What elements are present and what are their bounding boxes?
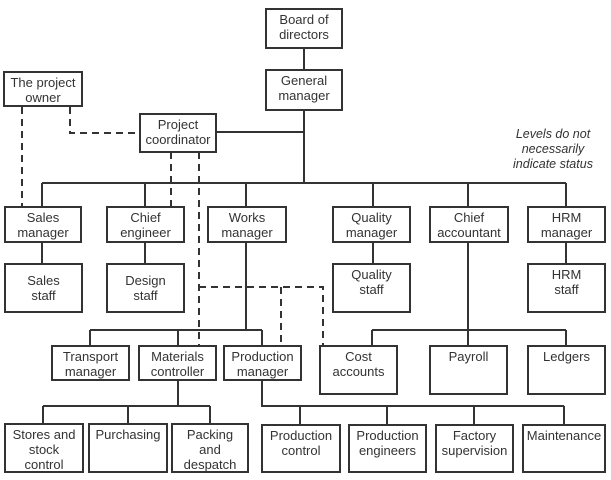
materials-controller-box: Materials controller [138, 345, 217, 381]
node-label: Chief engineer [120, 210, 171, 240]
project-owner-box: The project owner [3, 71, 83, 107]
general-manager-box: General manager [265, 69, 343, 111]
factory-supervision-box: Factory supervision [435, 424, 514, 473]
node-label: HRM staff [551, 267, 582, 297]
maintenance-box: Maintenance [522, 424, 606, 473]
levels-note: Levels do not necessarily indicate statu… [513, 127, 593, 171]
node-label: Sales staff [27, 273, 60, 303]
solid-connector [41, 242, 567, 263]
solid-connector [371, 242, 567, 346]
solid-connector [261, 380, 565, 424]
node-label: Transport manager [62, 349, 119, 379]
solid-connector [42, 380, 211, 423]
node-label: Works manager [221, 210, 273, 240]
dashed-connector [199, 286, 324, 345]
solid-connector [89, 242, 263, 346]
node-label: Cost accounts [332, 349, 385, 379]
node-label: Chief accountant [437, 210, 501, 240]
node-label: Project coordinator [145, 117, 211, 147]
chief-engineer-box: Chief engineer [106, 206, 185, 243]
production-engineers-box: Production engineers [348, 424, 427, 473]
ledgers-box: Ledgers [527, 345, 606, 395]
node-label: Factory supervision [441, 428, 508, 458]
node-label: General manager [278, 73, 330, 103]
node-label: Design staff [125, 273, 166, 303]
design-staff-box: Design staff [106, 263, 185, 313]
node-label: Sales manager [17, 210, 69, 240]
stores-stock-control-box: Stores and stock control [4, 423, 84, 473]
purchasing-box: Purchasing [88, 423, 168, 473]
node-label: Purchasing [95, 427, 161, 442]
board-of-directors-box: Board of directors [265, 8, 343, 49]
dashed-connector [69, 107, 140, 134]
node-label: Payroll [448, 349, 489, 364]
node-label: Production control [269, 428, 333, 458]
project-coordinator-box: Project coordinator [139, 113, 217, 153]
node-label: The project owner [10, 75, 76, 105]
transport-manager-box: Transport manager [51, 345, 130, 381]
solid-connector [41, 183, 567, 207]
sales-manager-box: Sales manager [4, 206, 82, 243]
quality-manager-box: Quality manager [332, 206, 411, 243]
hrm-staff-box: HRM staff [527, 263, 606, 313]
node-label: HRM manager [540, 210, 593, 240]
production-manager-box: Production manager [223, 345, 302, 381]
node-label: Production manager [231, 349, 294, 379]
cost-accounts-box: Cost accounts [319, 345, 398, 395]
hrm-manager-box: HRM manager [527, 206, 606, 243]
node-label: Materials controller [150, 349, 205, 379]
node-label: Quality staff [351, 267, 392, 297]
payroll-box: Payroll [429, 345, 508, 395]
quality-staff-box: Quality staff [332, 263, 411, 313]
node-label: Production engineers [356, 428, 419, 458]
node-label: Packing and despatch [183, 427, 237, 472]
chief-accountant-box: Chief accountant [429, 206, 509, 243]
production-control-box: Production control [261, 424, 341, 473]
node-label: Board of directors [279, 12, 329, 42]
works-manager-box: Works manager [207, 206, 287, 243]
packing-despatch-box: Packing and despatch [171, 423, 249, 473]
node-label: Quality manager [345, 210, 398, 240]
sales-staff-box: Sales staff [4, 263, 83, 313]
node-label: Maintenance [526, 428, 602, 443]
node-label: Stores and stock control [12, 427, 76, 472]
node-label: Ledgers [543, 349, 590, 364]
